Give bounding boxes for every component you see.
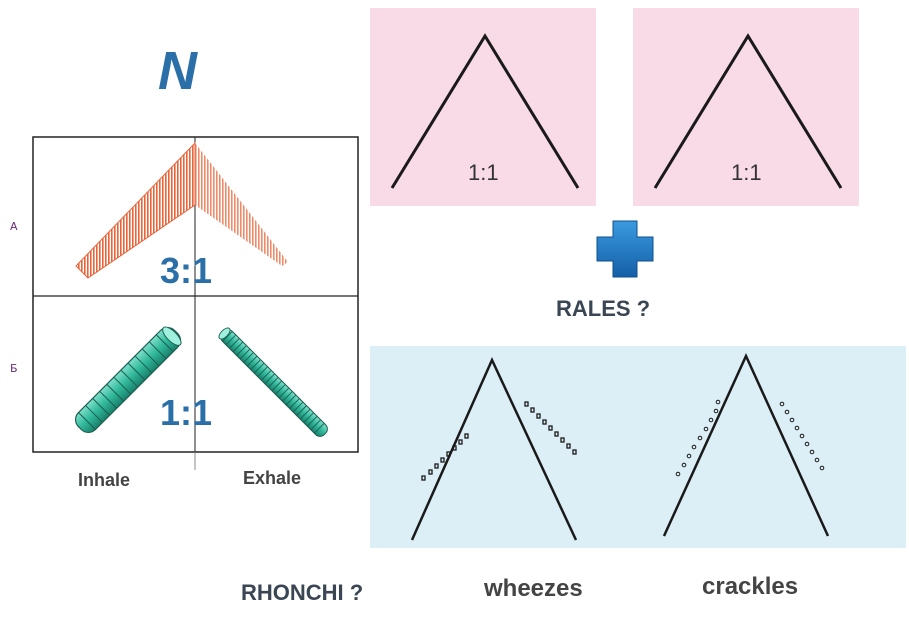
normal-panel-left-ratio: 1:1 bbox=[468, 160, 499, 185]
adventitious-peaks bbox=[410, 352, 830, 541]
normal-peak-left bbox=[390, 33, 580, 189]
crackle-marks bbox=[675, 399, 825, 477]
wheeze-marks bbox=[421, 401, 577, 481]
normal-panel-right-ratio: 1:1 bbox=[731, 160, 762, 185]
exhale-bronchus-tube bbox=[218, 327, 328, 437]
row-label-a: A bbox=[10, 220, 18, 233]
exhale-taper bbox=[195, 143, 288, 266]
crackles-label: crackles bbox=[702, 573, 799, 600]
adventitious-sounds-panel bbox=[370, 346, 906, 548]
rhonchi-label: RHONCHI ? bbox=[241, 580, 364, 605]
inhale-bronchus-tube bbox=[74, 326, 182, 434]
ratio-top-label: 3:1 bbox=[160, 250, 213, 291]
wheezes-peak bbox=[410, 356, 578, 541]
title-n: N bbox=[158, 41, 197, 101]
wheezes-label: wheezes bbox=[484, 575, 583, 602]
plus-icon bbox=[596, 220, 654, 278]
normal-panel-right: 1:1 bbox=[633, 8, 859, 206]
normal-peak-right bbox=[653, 33, 843, 189]
breath-phase-grid bbox=[32, 136, 359, 470]
exhale-label: Exhale bbox=[243, 468, 302, 488]
crackles-peak bbox=[662, 352, 830, 537]
rales-label: RALES ? bbox=[556, 296, 651, 321]
ratio-bottom-label: 1:1 bbox=[160, 392, 213, 433]
row-label-b: Б bbox=[10, 362, 18, 375]
inhale-label: Inhale bbox=[78, 470, 131, 490]
normal-panel-left: 1:1 bbox=[370, 8, 596, 206]
